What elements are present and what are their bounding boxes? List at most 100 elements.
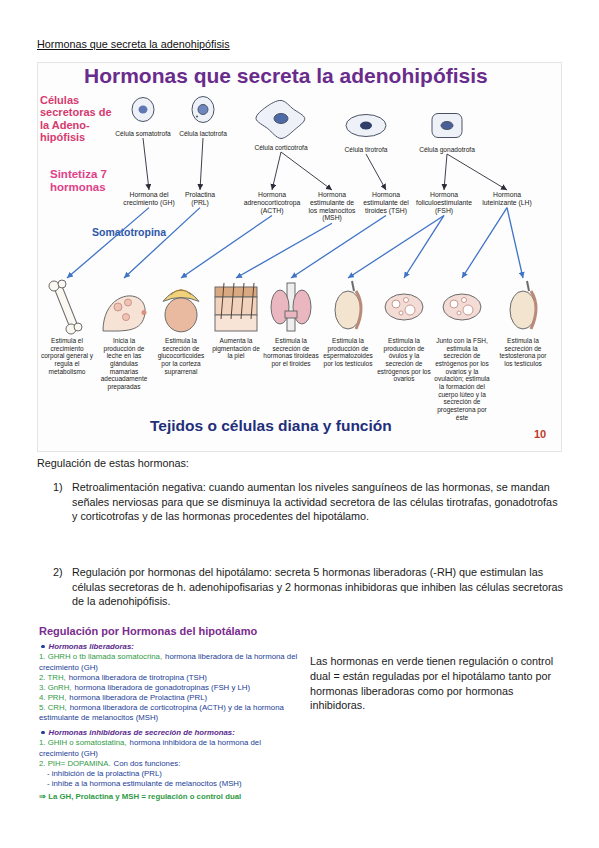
hair — [221, 283, 224, 319]
kidney — [165, 298, 197, 332]
cell-body — [346, 115, 386, 137]
tissue-function: Junto con la FSH, estimula la secreción … — [433, 337, 491, 421]
regulation-panel: Regulación por Hormonas del hipotálamoHo… — [39, 624, 301, 802]
arrow-connector — [462, 208, 507, 278]
arrow-connector — [200, 138, 203, 190]
tissue-function: Aumenta la pigmentación de la piel — [211, 337, 261, 360]
cell-nucleus — [198, 105, 208, 115]
cell-body — [256, 100, 305, 138]
ovary — [443, 294, 481, 320]
tissue-function: Estimula la producción de óvulos y la se… — [377, 337, 431, 383]
mammary-lobule — [125, 299, 132, 306]
list-row: Regulación por Hormonas del hipotálamo — [39, 624, 301, 638]
document-title: Hormonas que secreta la adenohipófisis — [37, 38, 230, 50]
target-tissue: Estimula la secreción de glucocorticoide… — [153, 279, 209, 375]
hormone-node: Hormona adrenocorticotropa (ACTH) — [241, 191, 303, 214]
arrow-connector — [236, 223, 332, 278]
list-text: 1. GHRH o tb llamada somatocrina, — [39, 652, 162, 661]
cell-drawing — [339, 109, 393, 142]
cell-drawing — [415, 109, 479, 142]
list-text: Hormonas liberadoras: — [49, 642, 134, 651]
list-row: 3. GnRH,hormona liberadora de gonadotrop… — [39, 683, 301, 693]
cell-drawing — [113, 93, 173, 126]
hormone-name: Hormona estimulante de los melanocitos (… — [305, 191, 359, 222]
body-text: 1) — [53, 480, 63, 495]
list-text: Hormonas inhibidoras de secreción de hor… — [49, 728, 235, 737]
hormone-node: Hormona del crecimiento (GH) — [123, 191, 175, 207]
nipple — [142, 310, 147, 315]
slide-label: Sintetiza 7 hormonas — [50, 168, 126, 194]
hormone-name: Prolactina (PRL) — [177, 191, 223, 207]
hair — [231, 283, 234, 319]
tissue-illustration — [263, 279, 319, 335]
mammary-lobule — [114, 303, 122, 311]
body-text: Retroalimentación negativa: cuando aumen… — [72, 480, 564, 524]
slide-label: Tejidos o células diana y función — [150, 417, 392, 435]
arrow-connector — [404, 215, 444, 278]
list-row: 5. CRH,hormona liberadora de corticotrop… — [39, 703, 301, 723]
arrow-connector — [447, 154, 507, 190]
cell-granule — [196, 116, 198, 118]
arrow-connector — [281, 152, 332, 190]
adrenal-gland — [163, 290, 199, 301]
arrow-connector — [67, 208, 149, 278]
cell-label: Célula lactotrofa — [175, 130, 231, 137]
list-text: 4. PRH, — [39, 693, 66, 702]
list-text: hormona liberadora de gonadotropinas (FS… — [75, 683, 251, 692]
list-text: 5. CRH, — [39, 703, 67, 712]
bone-head — [74, 323, 82, 331]
hormone-name: Hormona foliculoestimulante (FSH) — [411, 191, 477, 214]
cell-body — [432, 114, 462, 138]
hormone-name: Hormona adrenocorticotropa (ACTH) — [241, 191, 303, 214]
target-tissue: Aumenta la pigmentación de la piel — [211, 279, 261, 360]
bone-shaft — [58, 287, 74, 327]
ovarian-follicle — [457, 311, 461, 315]
epididymis — [531, 291, 536, 329]
spermatic-cord — [352, 281, 354, 291]
hormone-name: Hormona estimulante del tiroides (TSH) — [361, 191, 411, 214]
list-row: Hormonas liberadoras: — [39, 642, 301, 652]
list-row: - inhibición de la prolactina (PRL) — [39, 769, 301, 779]
arrow-connector — [507, 208, 523, 278]
cell-body — [192, 97, 214, 123]
tissue-function: Estimula la secreción de hormonas tiroid… — [263, 337, 319, 368]
hormone-node: Hormona estimulante de los melanocitos (… — [305, 191, 359, 222]
hormone-node: Hormona estimulante del tiroides (TSH) — [361, 191, 411, 214]
list-text: ⇒ La GH, Prolactina y MSH = regulación o… — [39, 792, 241, 801]
tissue-illustration — [495, 279, 551, 335]
list-text: 2. TRH, — [39, 673, 66, 682]
cell-body — [132, 98, 154, 122]
list-row: 2. TRH,hormona liberadora de tirotropina… — [39, 673, 301, 683]
list-text: 3. GnRH, — [39, 683, 72, 692]
target-tissue: Estimula el crecimiento corporal general… — [39, 279, 95, 375]
tissue-function: Estimula la producción de espermatozoide… — [321, 337, 375, 368]
slide-panel: Hormonas que secreta la adenohipófisisCé… — [37, 62, 562, 452]
cell-nucleus — [274, 114, 288, 124]
arrow-connector — [348, 215, 444, 278]
list-text: Con dos funciones: — [114, 759, 181, 768]
list-text: - inhibición de la prolactina (PRL) — [47, 769, 162, 778]
bone-head — [58, 280, 66, 288]
list-row: Hormonas inhibidoras de secreción de hor… — [39, 728, 301, 738]
ovarian-follicle — [405, 305, 415, 315]
tissue-illustration — [433, 279, 491, 335]
slide-label: 10 — [534, 428, 546, 440]
list-text: 2. PIH= DOPAMINA. — [39, 759, 111, 768]
body-text: Las hormonas en verde tienen regulación … — [310, 654, 560, 713]
body-text: Regulación por hormonas del hipotálamo: … — [72, 565, 564, 609]
hormone-name: Hormona del crecimiento (GH) — [123, 191, 175, 207]
hair — [251, 283, 254, 319]
body-text: Regulación de estas hormonas: — [37, 456, 189, 471]
secretory-cell: Célula gonadotrofa — [415, 109, 479, 153]
target-tissue: Estimula la secreción de hormonas tiroid… — [263, 279, 319, 368]
list-row: 1. GHRH o tb llamada somatocrina,hormona… — [39, 652, 301, 672]
list-text: Regulación por Hormonas del hipotálamo — [39, 625, 257, 637]
spermatic-cord — [527, 281, 529, 291]
list-text: hormona liberadora de tirotropina (TSH) — [69, 673, 207, 682]
arrow-connector — [444, 154, 447, 190]
slide-label: Células secretoras de la Adeno-hipófisis — [40, 94, 112, 143]
testis — [510, 291, 536, 329]
tissue-illustration — [153, 279, 209, 335]
bullet-dot — [41, 645, 45, 649]
hair — [241, 283, 244, 319]
